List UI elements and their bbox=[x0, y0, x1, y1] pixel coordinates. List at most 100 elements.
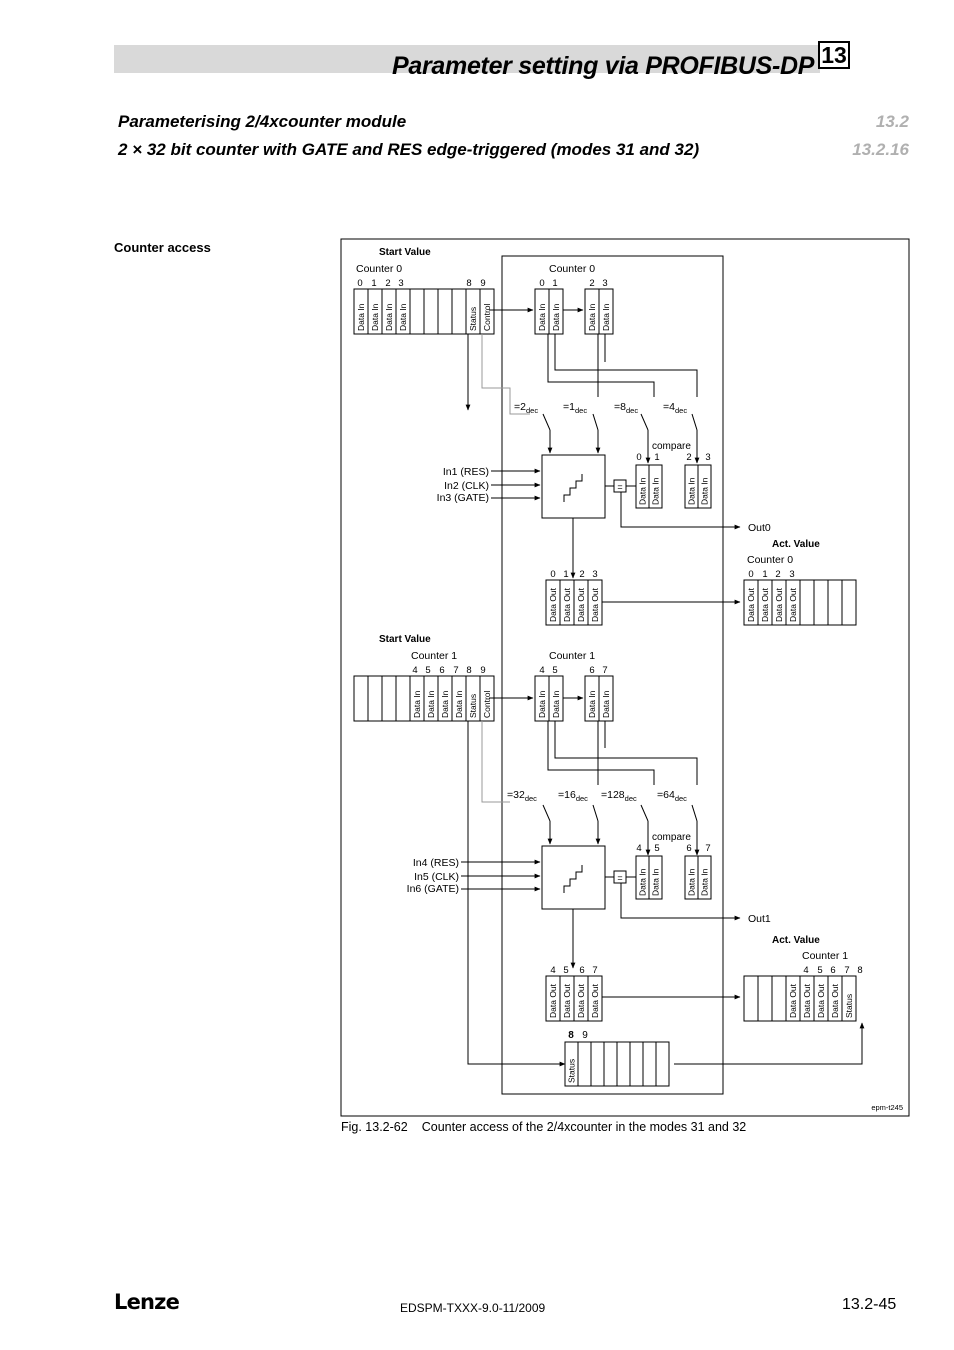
sv1-byte-index: 4 bbox=[412, 665, 417, 676]
status-register-cell-label: Status bbox=[567, 1059, 577, 1083]
act1-register-cell-label: Data Out bbox=[816, 983, 826, 1018]
c1-in-a-cell-label: Data In bbox=[537, 690, 547, 718]
wire-byte5 bbox=[554, 721, 698, 785]
chapter-number: 13 bbox=[818, 41, 850, 69]
input-in6-gate: In6 (GATE) bbox=[407, 883, 459, 895]
sv1-byte-index: 9 bbox=[480, 665, 485, 676]
switch1-value-d: =64dec bbox=[657, 789, 687, 803]
sv0-byte-index: 9 bbox=[480, 278, 485, 289]
module-frame bbox=[501, 255, 724, 1095]
act1-byte-index: 8 bbox=[857, 965, 862, 976]
input-in3-gate: In3 (GATE) bbox=[437, 492, 489, 504]
sv1-register-cell-label: Data In bbox=[426, 690, 436, 718]
input-in2-clk: In2 (CLK) bbox=[444, 480, 489, 492]
act1-byte-index: 7 bbox=[844, 965, 849, 976]
c0-out-register-cell-label: Data Out bbox=[590, 587, 600, 622]
c0-out-byte-index: 2 bbox=[579, 569, 584, 580]
sv1-register-cell-label: Data In bbox=[454, 690, 464, 718]
status1-to-status-register bbox=[467, 721, 566, 1067]
c0-out-register-cell-label: Data Out bbox=[548, 587, 558, 622]
sv0-register-cell-label: Data In bbox=[384, 303, 394, 331]
switch1-d bbox=[691, 804, 698, 822]
status-reg-index-8: 8 bbox=[568, 1030, 574, 1041]
act0-byte-index: 3 bbox=[789, 569, 794, 580]
doc-code: EDSPM-TXXX-9.0-11/2009 bbox=[400, 1301, 546, 1315]
c1-out-register-cell-label: Data Out bbox=[562, 983, 572, 1018]
sv1-register-cell-label: Data In bbox=[412, 690, 422, 718]
cmp1-byte-index: 6 bbox=[686, 843, 691, 854]
c1-out-register-cell-label: Data Out bbox=[590, 983, 600, 1018]
c1-out-byte-index: 4 bbox=[550, 965, 555, 976]
cmp0-a-cell-label: Data In bbox=[651, 477, 661, 505]
counter0-label: Counter 0 bbox=[356, 263, 402, 275]
switch0-a bbox=[542, 413, 551, 431]
switch0-c bbox=[640, 413, 649, 431]
act-counter1-label: Counter 1 bbox=[802, 950, 848, 962]
cmp0-byte-index: 1 bbox=[654, 452, 659, 463]
c0-out-byte-index: 3 bbox=[592, 569, 597, 580]
sv1-byte-index: 5 bbox=[425, 665, 430, 676]
switch0-b bbox=[592, 413, 599, 431]
input-in5-clk: In5 (CLK) bbox=[414, 871, 459, 883]
figure-text: Counter access of the 2/4xcounter in the… bbox=[421, 1120, 747, 1134]
cmp0-a-cell-label: Data In bbox=[638, 477, 648, 505]
c0-in-a-cell-label: Data In bbox=[551, 303, 561, 331]
act0-register-cell-label: Data Out bbox=[788, 587, 798, 622]
act-counter0-label: Counter 0 bbox=[747, 554, 793, 566]
wire-byte1 bbox=[554, 334, 698, 397]
sv0-register-cell-label: Data In bbox=[356, 303, 366, 331]
switch0-value-d: =4dec bbox=[663, 401, 687, 415]
cmp0-b-cell-label: Data In bbox=[700, 477, 710, 505]
out0-label: Out0 bbox=[748, 522, 771, 534]
act0-register-cell-label: Data Out bbox=[746, 587, 756, 622]
sv0-byte-index: 2 bbox=[385, 278, 390, 289]
cmp1-b-cell-label: Data In bbox=[700, 868, 710, 896]
c1-in-byte-index: 6 bbox=[589, 665, 594, 676]
act0-register-cell-label: Data Out bbox=[774, 587, 784, 622]
c1-in-byte-index: 5 bbox=[552, 665, 557, 676]
sv1-register-cell-label: Control bbox=[482, 690, 492, 718]
sv0-byte-index: 0 bbox=[357, 278, 362, 289]
counter0-inner-label: Counter 0 bbox=[549, 263, 595, 275]
counter-block bbox=[541, 845, 606, 910]
cmp1-byte-index: 5 bbox=[654, 843, 659, 854]
chapter-title: Parameter setting via PROFIBUS-DP bbox=[392, 52, 815, 80]
counter-staircase-icon bbox=[563, 865, 583, 893]
c1-out-register-cell-label: Data Out bbox=[548, 983, 558, 1018]
sv0-register-cell-label: Data In bbox=[370, 303, 380, 331]
sv1-register-cell-label: Data In bbox=[440, 690, 450, 718]
act0-byte-index: 1 bbox=[762, 569, 767, 580]
page-number: 13.2-45 bbox=[842, 1296, 897, 1313]
cmp1-byte-index: 4 bbox=[636, 843, 641, 854]
c0-out-register-cell-label: Data Out bbox=[576, 587, 586, 622]
wire-byte4 bbox=[547, 721, 655, 785]
c1-in-b-cell-label: Data In bbox=[601, 690, 611, 718]
c0-in-b-cell-label: Data In bbox=[601, 303, 611, 331]
switch0-d bbox=[691, 413, 698, 431]
c1-in-byte-index: 7 bbox=[602, 665, 607, 676]
c1-out-register-cell-label: Data Out bbox=[576, 983, 586, 1018]
switch1-c bbox=[640, 804, 649, 822]
sv0-byte-index: 1 bbox=[371, 278, 376, 289]
counter-staircase-icon bbox=[563, 474, 583, 502]
switch1-value-a: =32dec bbox=[507, 789, 537, 803]
act1-register-cell-label: Status bbox=[844, 994, 854, 1018]
switch0-value-b: =1dec bbox=[563, 401, 587, 415]
c0-in-a-cell-label: Data In bbox=[537, 303, 547, 331]
act-value0-label: Act. Value bbox=[772, 539, 820, 550]
c0-out-byte-index: 1 bbox=[563, 569, 568, 580]
counter1-label: Counter 1 bbox=[411, 650, 457, 662]
cmp0-b-cell-label: Data In bbox=[687, 477, 697, 505]
act1-register-cell-label: Data Out bbox=[802, 983, 812, 1018]
cmp1-byte-index: 7 bbox=[705, 843, 710, 854]
cmp0-byte-index: 0 bbox=[636, 452, 641, 463]
diagram-frame bbox=[340, 238, 910, 1117]
sv0-byte-index: 8 bbox=[466, 278, 471, 289]
sv1-byte-index: 7 bbox=[453, 665, 458, 676]
sv0-register-cell-label: Status bbox=[468, 307, 478, 331]
figure-number: Fig. 13.2-62 bbox=[341, 1120, 408, 1134]
switch1-value-b: =16dec bbox=[558, 789, 588, 803]
side-label: Counter access bbox=[114, 240, 211, 255]
input-in4-res: In4 (RES) bbox=[413, 857, 459, 869]
